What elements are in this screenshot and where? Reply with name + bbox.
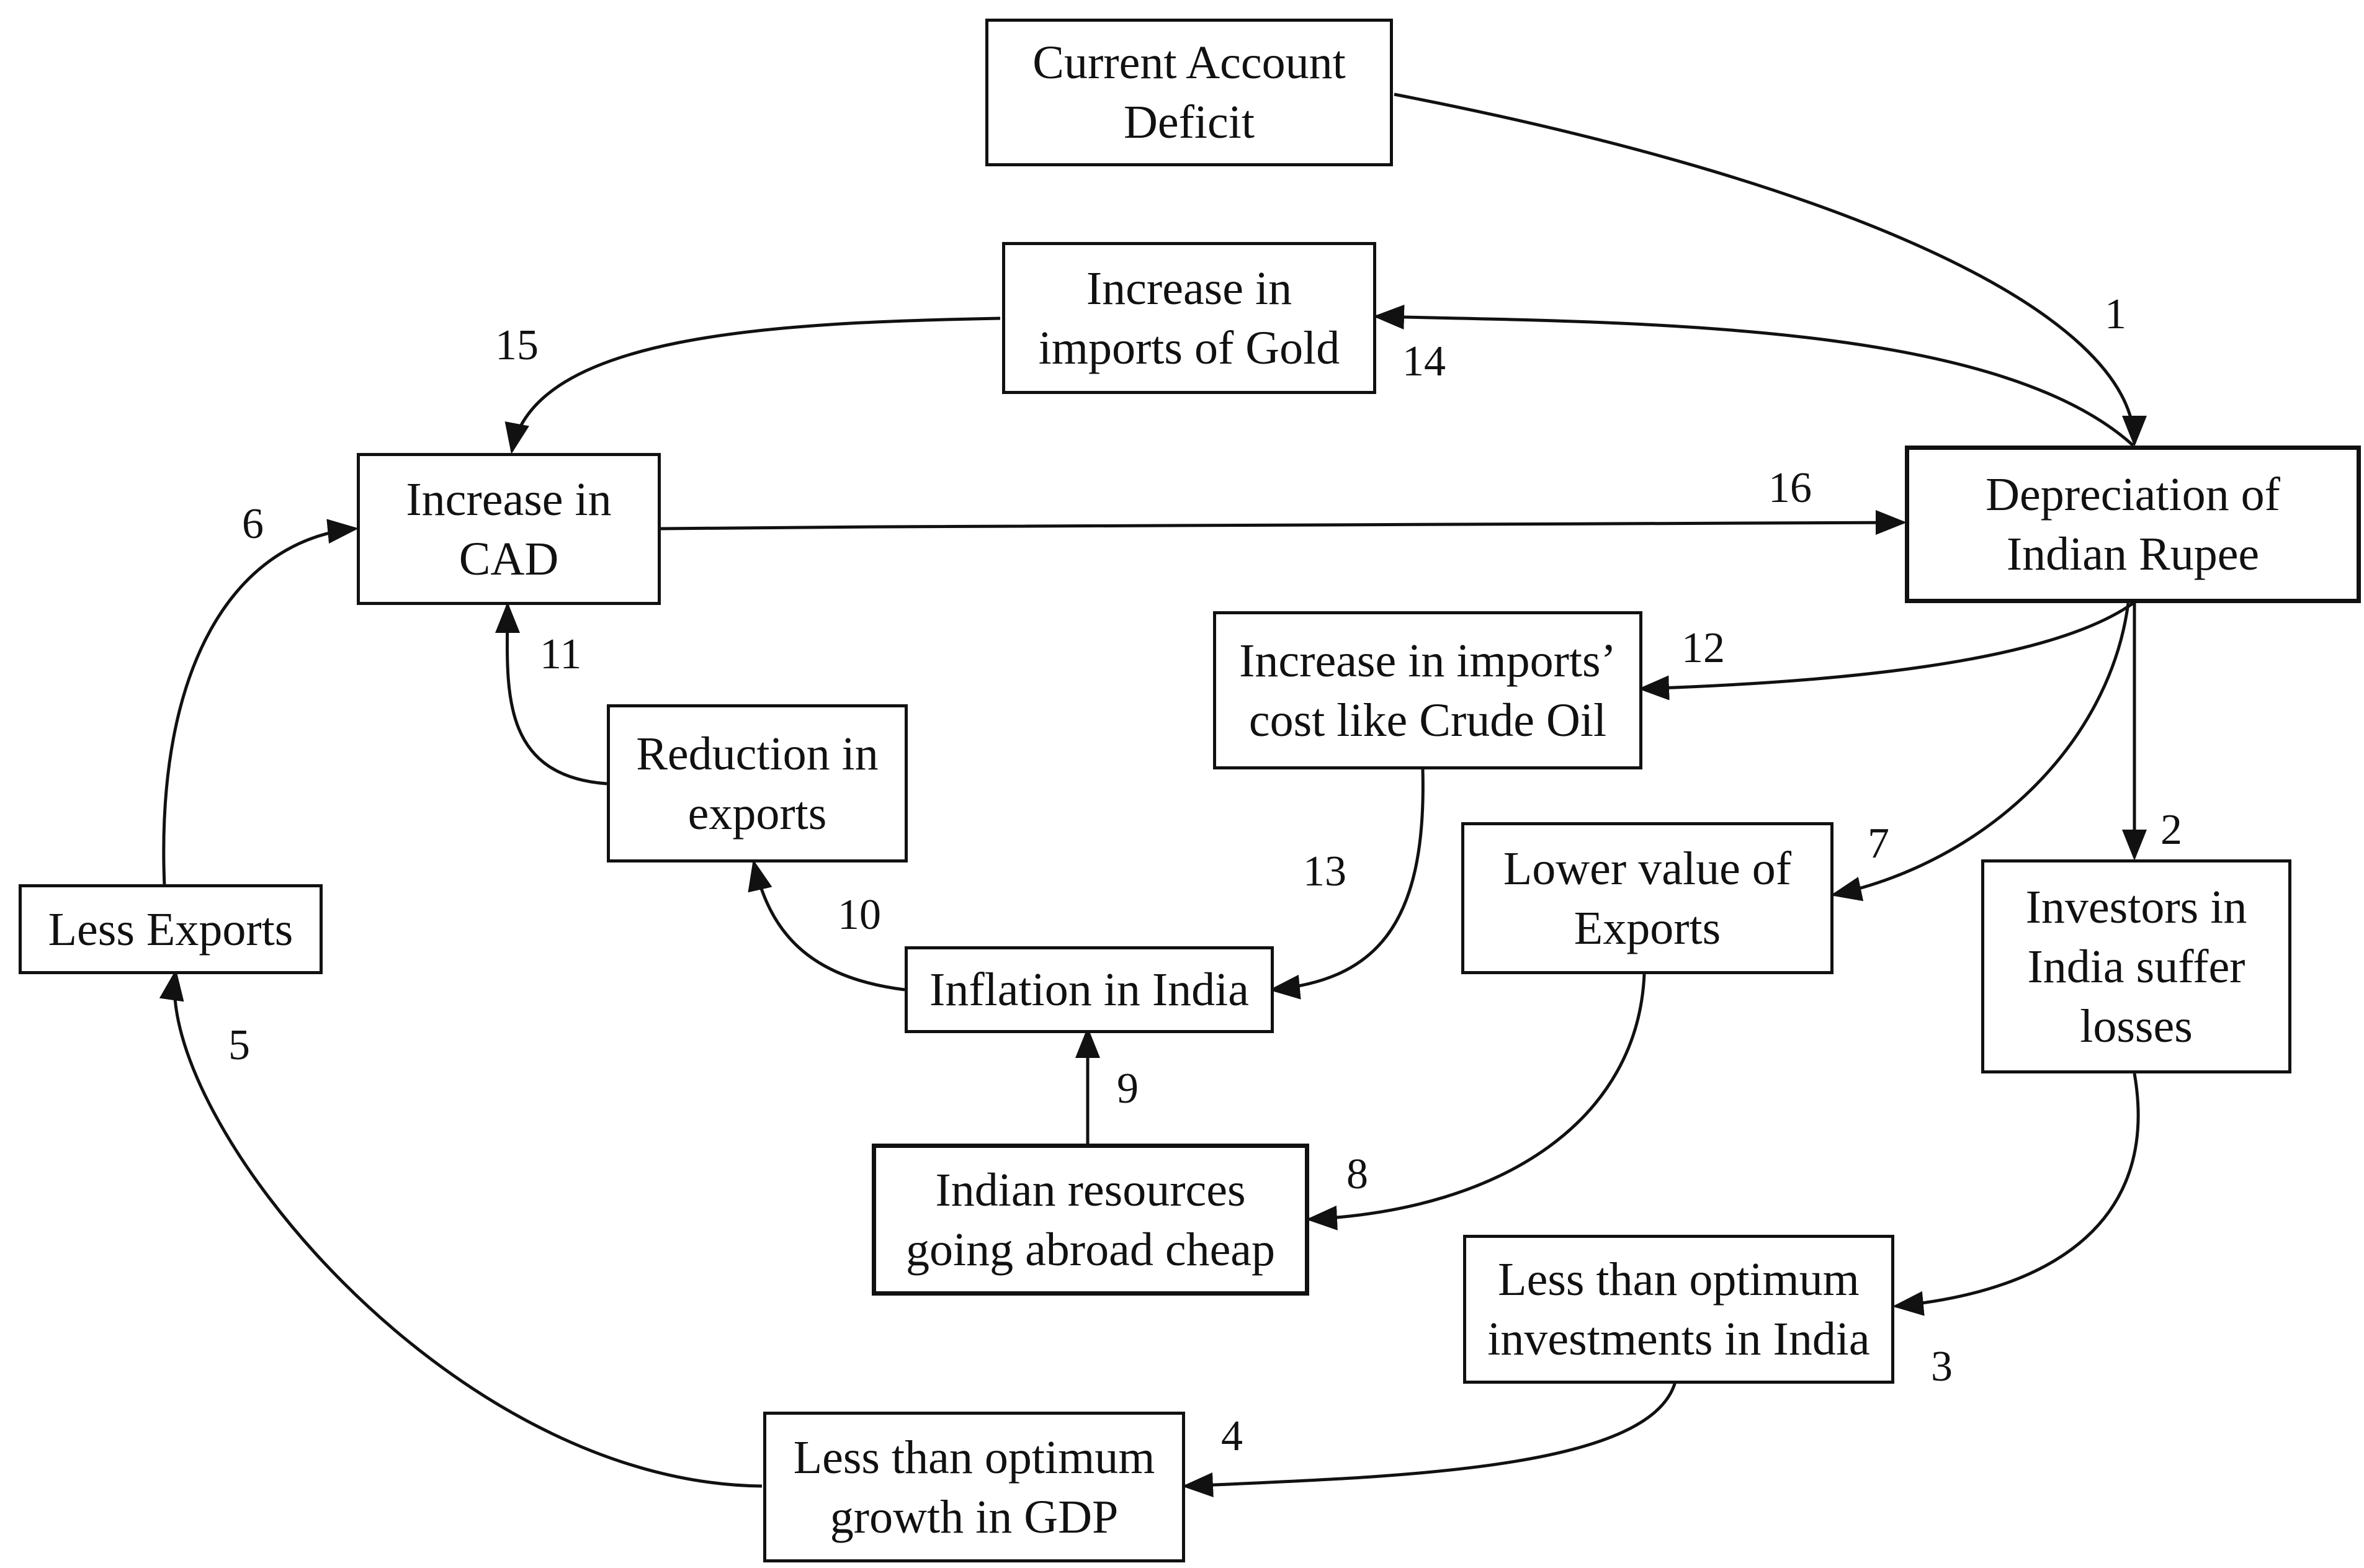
edge-label-14: 14 — [1402, 338, 1446, 385]
edge-5-arrow — [159, 969, 763, 1488]
edge-label-15: 15 — [495, 321, 539, 369]
edge-16-arrow — [659, 510, 1907, 535]
node-less-exports-label: Less Exports — [48, 903, 293, 956]
node-less-exports: Less Exports — [19, 884, 323, 974]
node-lower-value-exports-label: Lower value of Exports — [1503, 842, 1792, 954]
node-reduction-in-exports-label: Reduction in exports — [636, 727, 879, 840]
edge-label-6: 6 — [242, 500, 264, 548]
edge-6-arrow — [162, 519, 359, 886]
edge-label-13: 13 — [1303, 848, 1346, 895]
node-increase-in-cad-label: Increase in CAD — [406, 473, 612, 585]
node-less-optimum-growth: Less than optimum growth in GDP — [763, 1412, 1185, 1562]
node-current-account-deficit: Current Account Deficit — [985, 19, 1393, 166]
node-increase-imports-gold: Increase in imports of Gold — [1002, 242, 1376, 394]
edge-label-4: 4 — [1221, 1412, 1243, 1460]
node-indian-resources-label: Indian resources going abroad cheap — [905, 1163, 1276, 1276]
edge-3-arrow — [1892, 1073, 2140, 1316]
node-investors-losses-label: Investors in India suffer losses — [2025, 880, 2247, 1052]
edge-label-16: 16 — [1768, 464, 1812, 512]
node-reduction-in-exports: Reduction in exports — [607, 704, 908, 862]
node-inflation-india-label: Inflation in India — [929, 964, 1249, 1016]
edge-label-2: 2 — [2160, 806, 2182, 854]
node-inflation-india: Inflation in India — [905, 946, 1274, 1033]
edge-label-1: 1 — [2105, 290, 2126, 338]
edge-label-10: 10 — [838, 891, 881, 939]
node-increase-imports-gold-label: Increase in imports of Gold — [1038, 262, 1340, 374]
node-depreciation-rupee-label: Depreciation of Indian Rupee — [1986, 468, 2280, 580]
edge-label-12: 12 — [1681, 624, 1725, 672]
node-less-optimum-growth-label: Less than optimum growth in GDP — [793, 1431, 1155, 1543]
edge-13-arrow — [1269, 769, 1425, 1000]
edge-label-11: 11 — [540, 630, 582, 678]
edge-label-8: 8 — [1346, 1150, 1368, 1198]
edge-label-3: 3 — [1931, 1343, 1953, 1391]
node-depreciation-rupee: Depreciation of Indian Rupee — [1905, 446, 2361, 603]
edge-8-arrow — [1306, 974, 1646, 1230]
edge-7-arrow — [1830, 603, 2130, 902]
edge-12-arrow — [1638, 601, 2134, 701]
node-lower-value-exports: Lower value of Exports — [1461, 822, 1833, 974]
node-indian-resources: Indian resources going abroad cheap — [872, 1144, 1309, 1296]
edge-label-5: 5 — [228, 1021, 250, 1069]
edge-11-arrow — [495, 602, 607, 786]
node-increase-imports-cost: Increase in imports’ cost like Crude Oil — [1213, 611, 1642, 769]
node-less-optimum-investments: Less than optimum investments in India — [1463, 1235, 1894, 1384]
edge-label-9: 9 — [1117, 1065, 1139, 1113]
node-current-account-deficit-label: Current Account Deficit — [1032, 37, 1346, 148]
edge-15-arrow — [504, 316, 1001, 454]
edge-label-7: 7 — [1868, 820, 1889, 867]
edge-1-arrow — [1394, 92, 2147, 447]
node-increase-in-cad: Increase in CAD — [357, 453, 661, 605]
node-increase-imports-cost-label: Increase in imports’ cost like Crude Oil — [1239, 634, 1616, 746]
edge-10-arrow — [748, 859, 905, 992]
node-investors-losses: Investors in India suffer losses — [1981, 859, 2291, 1073]
edge-4-arrow — [1182, 1381, 1677, 1497]
edge-14-arrow — [1373, 305, 2134, 447]
node-less-optimum-investments-label: Less than optimum investments in India — [1487, 1253, 1870, 1365]
